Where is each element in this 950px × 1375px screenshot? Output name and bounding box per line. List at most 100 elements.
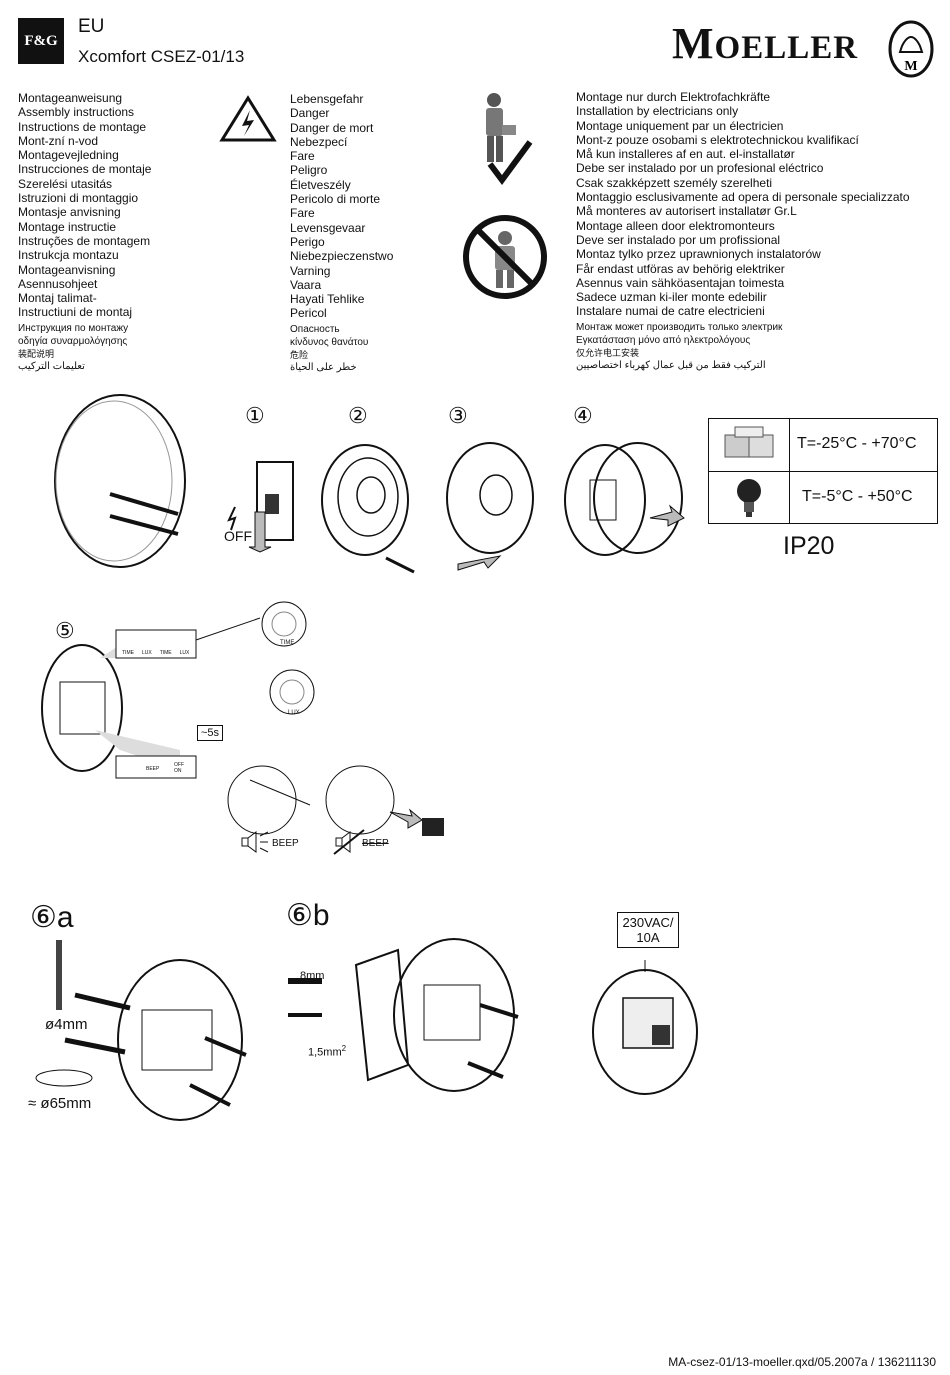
- rating-current: 10A: [636, 930, 660, 945]
- text-line: Montage uniquement par un électricien: [576, 118, 784, 133]
- device-cover-illustration: [54, 394, 186, 568]
- rating-box: 230VAC/ 10A: [617, 912, 679, 948]
- electrician-icon: [486, 93, 516, 162]
- moeller-logo: MOELLER: [672, 18, 858, 69]
- moeller-seal-icon: M: [888, 20, 934, 78]
- text-line: Niebezpieczenstwo: [290, 249, 394, 264]
- off-label: OFF: [224, 528, 252, 544]
- storage-temp: T=-25°C - +70°C: [797, 435, 917, 452]
- text-line-small: κίνδυνος θανάτου: [290, 336, 369, 348]
- text-line: Montaz tylko przez uprawnionych instalat…: [576, 247, 821, 262]
- storage-box-icon: [724, 426, 774, 458]
- step-2-label: ②: [348, 403, 368, 428]
- text-line-small: Инструкция по монтажу: [18, 322, 129, 334]
- text-line: Får endast utföras av behörig elektriker: [576, 261, 785, 276]
- speaker-icon: [241, 831, 269, 853]
- step-1-label: ①: [245, 403, 265, 428]
- step-6a-illustration: [35, 940, 247, 1121]
- text-line: Mont‑zní n‑vod: [18, 133, 99, 148]
- text-line: Istruzioni di montaggio: [18, 191, 139, 206]
- operation-temp: T=-5°C - +50°C: [802, 488, 913, 505]
- checkmark-icon: [487, 140, 533, 186]
- text-line: Montasje anvisning: [18, 205, 121, 220]
- text-line: Instructiuni de montaj: [18, 305, 133, 320]
- lightbulb-icon: [737, 479, 761, 517]
- text-line-small: التركيب فقط من قبل عمال كهرباء اختصاصيين: [576, 359, 766, 371]
- dial-label: LUX: [179, 650, 190, 656]
- text-line: Montageanvisning: [18, 262, 116, 277]
- wire-section-value: 1,5mm: [308, 1046, 342, 1059]
- step-2-illustration: [321, 444, 415, 574]
- beep-label: BEEP: [272, 838, 299, 849]
- ip-rating: IP20: [783, 532, 835, 560]
- text-line: Életveszély: [290, 177, 351, 192]
- text-line: Fare: [290, 149, 315, 164]
- text-line: Csak szakképzett személy szerelheti: [576, 175, 773, 190]
- dial-label: TIME: [122, 650, 134, 656]
- document-footer: MA-csez-01/13-moeller.qxd/05.2007a / 136…: [668, 1355, 936, 1369]
- text-line-small: تعليمات التركيب: [18, 360, 85, 372]
- drill-size: ø4mm: [45, 1016, 88, 1033]
- text-line-small: خطر على الحياة: [290, 361, 357, 373]
- text-line: Deve ser instalado por um profissional: [576, 232, 781, 247]
- text-line: Montaggio esclusivamente ad opera di per…: [576, 190, 910, 205]
- step-6a-label: ⑥a: [30, 901, 74, 934]
- text-line: Asennus vain sähköasentajan toimesta: [576, 275, 785, 290]
- text-line: Fare: [290, 206, 315, 221]
- text-line: Må kun installeres af en aut. el-install…: [576, 147, 795, 162]
- text-line-small: 装配说明: [18, 348, 55, 359]
- text-line: Montage instructie: [18, 219, 117, 234]
- fg-logo: F&G: [18, 18, 64, 64]
- text-line: Må monteres av autorisert installatør Gr…: [576, 204, 797, 219]
- beep-switch-label: BEEP: [146, 766, 160, 772]
- dial-labels: TIME LUX TIME LUX: [122, 650, 189, 656]
- switch-on: ON: [174, 768, 182, 774]
- text-line-small: 危险: [290, 349, 309, 360]
- brand-text: MOELLER: [672, 19, 859, 68]
- temperature-table: T=-25°C - +70°C T=-5°C - +50°C: [708, 418, 938, 524]
- dial-label: LUX: [141, 650, 152, 656]
- back-view-illustration: [592, 960, 698, 1095]
- rating-voltage: 230VAC/: [622, 915, 674, 930]
- hold-time-box: ~5s: [197, 725, 224, 741]
- hole-size: ≈ ø65mm: [28, 1095, 92, 1112]
- text-line: Instructions de montage: [18, 119, 147, 134]
- text-line-small: Опасность: [290, 323, 340, 335]
- step-3-illustration: [446, 442, 534, 571]
- text-line: Montage alleen door elektromonteurs: [576, 218, 775, 233]
- no-diy-icon: [463, 215, 547, 299]
- text-line: Danger: [290, 106, 330, 121]
- text-line: Lebensgefahr: [290, 92, 364, 106]
- text-line-small: Монтаж может производить только электрик: [576, 321, 783, 333]
- text-line: Danger de mort: [290, 120, 374, 135]
- step-4-label: ④: [573, 403, 593, 428]
- circuit-breaker-icon: [227, 461, 294, 553]
- step-6b-illustration: [288, 938, 519, 1092]
- dial-label: TIME: [159, 650, 172, 656]
- switch-off: OFF: [174, 762, 184, 768]
- text-line: Perigo: [290, 234, 325, 249]
- text-line: Assembly instructions: [18, 105, 135, 120]
- region-label: EU: [78, 16, 105, 37]
- model-name: Xcomfort CSEZ-01/13: [78, 47, 245, 66]
- text-line: Sadece uzman ki‑iler monte edebilir: [576, 290, 767, 305]
- text-line: Instrucciones de montaje: [18, 162, 152, 177]
- danger-triangle-icon: [219, 95, 277, 142]
- beep-off-label: BEEP: [362, 838, 389, 849]
- text-line: Varning: [290, 263, 331, 278]
- text-line: Peligro: [290, 163, 328, 178]
- text-line: Installation by electricians only: [576, 104, 739, 119]
- text-line-small: 仅允许电工安装: [576, 347, 640, 358]
- text-line: Nebezpecí: [290, 134, 348, 149]
- speaker-muted-icon: [333, 829, 365, 855]
- text-line: Mont‑z pouze osobami s elektrotechnickou…: [576, 132, 859, 147]
- text-line: Instalare numai de catre electricieni: [576, 304, 765, 319]
- text-line-small: οδηγία συναρμολόγησης: [18, 335, 128, 347]
- text-line: Montagevejledning: [18, 148, 119, 163]
- text-line: Pericol: [290, 306, 327, 321]
- strip-length: 8mm: [300, 970, 325, 982]
